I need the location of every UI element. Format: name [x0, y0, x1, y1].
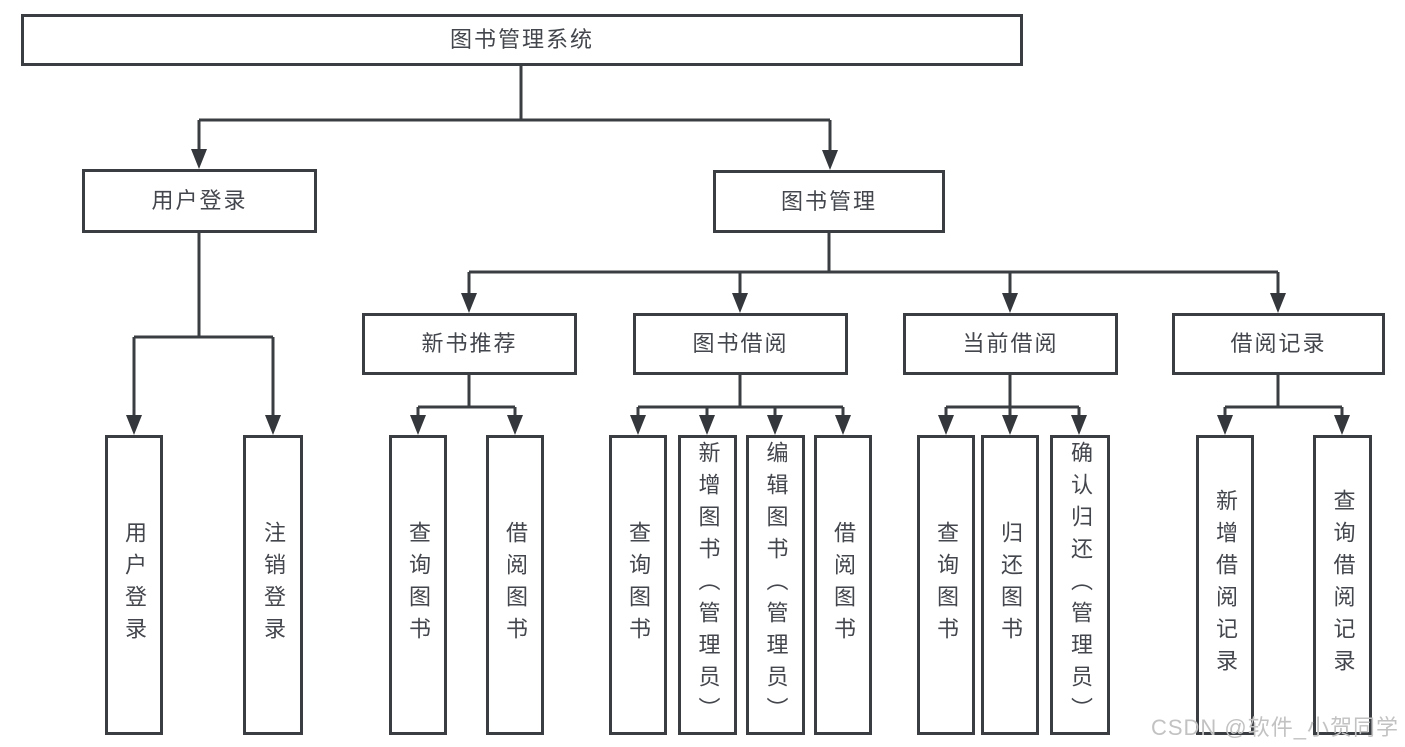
node-user-login: 用户登录: [82, 169, 317, 233]
leaf-query-books-borrow: 查询图书: [609, 435, 667, 735]
watermark-text: CSDN @软件_小贺同学: [1150, 715, 1399, 740]
leaf-borrow-books-recommend: 借阅图书: [486, 435, 544, 735]
node-book-borrow: 图书借阅: [633, 313, 848, 375]
node-borrow-records: 借阅记录: [1172, 313, 1385, 375]
leaf-confirm-return-admin: 确认归还（管理员）: [1050, 435, 1110, 735]
leaf-edit-book-admin: 编辑图书（管理员）: [746, 435, 805, 735]
leaf-query-books-current: 查询图书: [917, 435, 975, 735]
leaf-borrow-books-borrow: 借阅图书: [814, 435, 872, 735]
leaf-logout: 注销登录: [243, 435, 303, 735]
leaf-query-books-recommend: 查询图书: [389, 435, 447, 735]
leaf-user-login: 用户登录: [105, 435, 163, 735]
leaf-return-book: 归还图书: [981, 435, 1039, 735]
leaf-add-borrow-record: 新增借阅记录: [1196, 435, 1254, 735]
node-root: 图书管理系统: [21, 14, 1023, 66]
arrowhead-icons: [126, 149, 1350, 435]
node-book-management: 图书管理: [713, 170, 945, 233]
node-current-borrow: 当前借阅: [903, 313, 1118, 375]
node-new-book-recommend: 新书推荐: [362, 313, 577, 375]
leaf-query-borrow-record: 查询借阅记录: [1313, 435, 1372, 735]
leaf-add-book-admin: 新增图书（管理员）: [678, 435, 737, 735]
